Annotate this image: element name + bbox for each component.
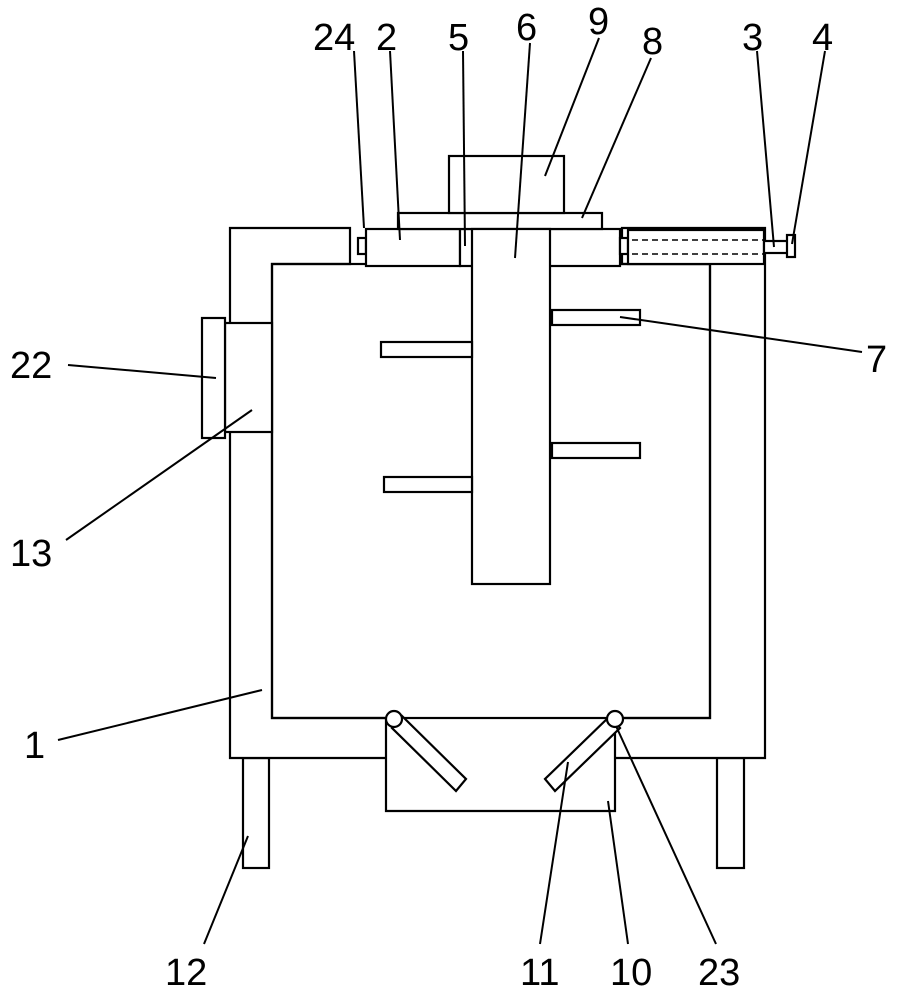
stirring-blade-right-lower <box>550 441 642 460</box>
motor <box>447 154 566 215</box>
label-23: 23 <box>698 952 740 994</box>
label-6: 6 <box>516 7 537 49</box>
label-3: 3 <box>742 17 763 59</box>
leader-12 <box>203 835 249 945</box>
leader-6 <box>514 42 531 259</box>
label-10: 10 <box>610 952 652 994</box>
stirring-blade-left-upper <box>379 340 474 359</box>
sliding-cover-right <box>546 227 622 268</box>
label-4: 4 <box>812 17 833 59</box>
label-7: 7 <box>866 339 887 381</box>
screw-rod <box>762 239 790 255</box>
housing-left-wall <box>228 226 388 760</box>
leader-22 <box>67 364 217 379</box>
leader-23 <box>615 725 717 945</box>
label-1: 1 <box>24 725 45 767</box>
stirring-blade-left-lower <box>382 475 474 494</box>
leader-11 <box>539 761 569 945</box>
control-box <box>223 321 274 434</box>
label-11: 11 <box>520 952 559 994</box>
leader-1 <box>57 689 263 741</box>
screw-knob <box>785 233 797 259</box>
label-2: 2 <box>376 17 397 59</box>
leader-7 <box>619 316 863 353</box>
label-9: 9 <box>588 1 609 43</box>
leader-10 <box>607 800 629 945</box>
hinge-left <box>384 709 404 729</box>
leader-9 <box>544 37 600 177</box>
hinge-right <box>605 709 625 729</box>
label-8: 8 <box>642 21 663 63</box>
leader-5 <box>462 50 466 247</box>
cover-end-stop-right <box>618 236 630 256</box>
housing-right-wall <box>613 226 767 760</box>
stirring-shaft <box>470 227 552 586</box>
sliding-cover-left <box>364 227 462 268</box>
label-24: 24 <box>313 17 355 59</box>
right-leg <box>715 756 746 870</box>
label-22: 22 <box>10 345 52 387</box>
leader-13 <box>65 409 253 541</box>
left-leg <box>241 756 271 870</box>
label-13: 13 <box>10 533 52 575</box>
label-5: 5 <box>448 17 469 59</box>
leader-3 <box>756 50 775 248</box>
leader-2 <box>389 50 401 241</box>
cover-end-stop <box>356 236 368 256</box>
motor-mount-plate <box>396 211 604 231</box>
guide-sleeve <box>626 228 766 266</box>
leader-8 <box>581 57 652 219</box>
label-12: 12 <box>165 952 207 994</box>
leader-24 <box>353 50 365 229</box>
leader-4 <box>791 50 826 245</box>
stirring-blade-right-upper <box>550 308 642 327</box>
